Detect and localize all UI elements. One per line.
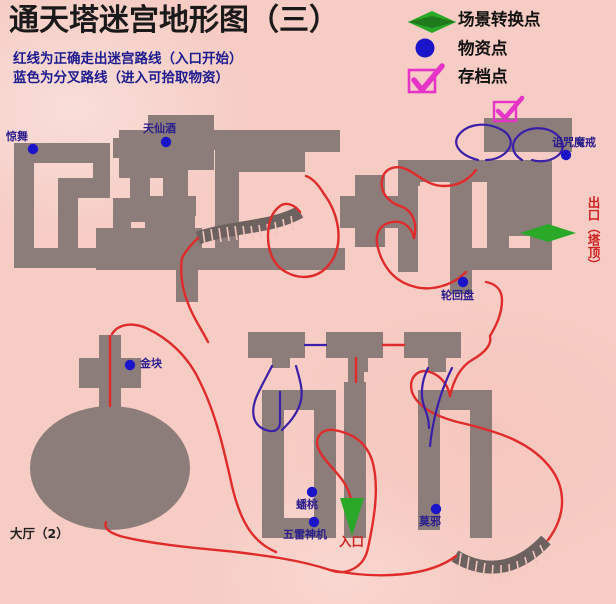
item-dot-moxie bbox=[430, 503, 442, 515]
transition-point-exit[interactable] bbox=[520, 224, 576, 242]
branch-route-blue bbox=[252, 123, 564, 448]
item-dots bbox=[27, 136, 572, 528]
hall-area bbox=[30, 335, 190, 530]
item-dot-lunhuipan bbox=[457, 276, 469, 288]
label-jingwu: 惊舞 bbox=[6, 130, 28, 143]
page-title: 通天塔迷宫地形图（三） bbox=[9, 3, 339, 38]
legend-magenta-check-icon bbox=[407, 63, 445, 94]
label-pantao: 蟠桃 bbox=[296, 498, 318, 511]
save-point-icon[interactable] bbox=[492, 95, 525, 123]
subtitle-blue-route: 蓝色为分叉路线（进入可拾取物资） bbox=[13, 70, 229, 86]
legend-label-item: 物资点 bbox=[458, 39, 508, 58]
item-dot-jinkuai bbox=[124, 359, 136, 371]
label-entrance: 入口 bbox=[339, 534, 365, 549]
label-tianxianjiu: 天仙酒 bbox=[143, 122, 176, 135]
label-moxie: 莫邪 bbox=[419, 515, 441, 528]
item-dot-pantao bbox=[306, 486, 318, 498]
main-route-red bbox=[104, 166, 564, 577]
item-dot-tianxianjiu bbox=[160, 136, 172, 148]
cross-room bbox=[340, 175, 402, 247]
label-jinkuai: 金块 bbox=[140, 357, 162, 370]
legend-label-transition: 场景转换点 bbox=[458, 10, 541, 29]
stairway-upper bbox=[195, 206, 304, 246]
legend-label-save: 存档点 bbox=[458, 67, 508, 86]
maze-bottom-middle bbox=[248, 332, 492, 538]
maze-upper-right-detail bbox=[398, 118, 572, 292]
subtitle-red-route: 红线为正确走出迷宫路线（入口开始） bbox=[13, 51, 243, 67]
legend-green-diamond-icon bbox=[408, 11, 456, 33]
legend-blue-dot-icon bbox=[415, 38, 435, 58]
label-wuleishenji: 五雷神机 bbox=[283, 528, 327, 541]
item-dot-wuleishenji bbox=[308, 516, 320, 528]
stairway-lower bbox=[451, 535, 551, 580]
item-dot-zuzhoumojie bbox=[560, 149, 572, 161]
transition-point-entrance[interactable] bbox=[340, 498, 364, 536]
label-hall-2: 大厅（2） bbox=[10, 526, 69, 541]
item-dot-jingwu bbox=[27, 143, 39, 155]
maze-upper-left-detail bbox=[14, 115, 345, 300]
label-exit: 出口（塔顶） bbox=[585, 196, 601, 271]
label-zuzhoumojie: 诅咒魔戒 bbox=[552, 136, 596, 149]
label-lunhuipan: 轮回盘 bbox=[441, 289, 474, 302]
